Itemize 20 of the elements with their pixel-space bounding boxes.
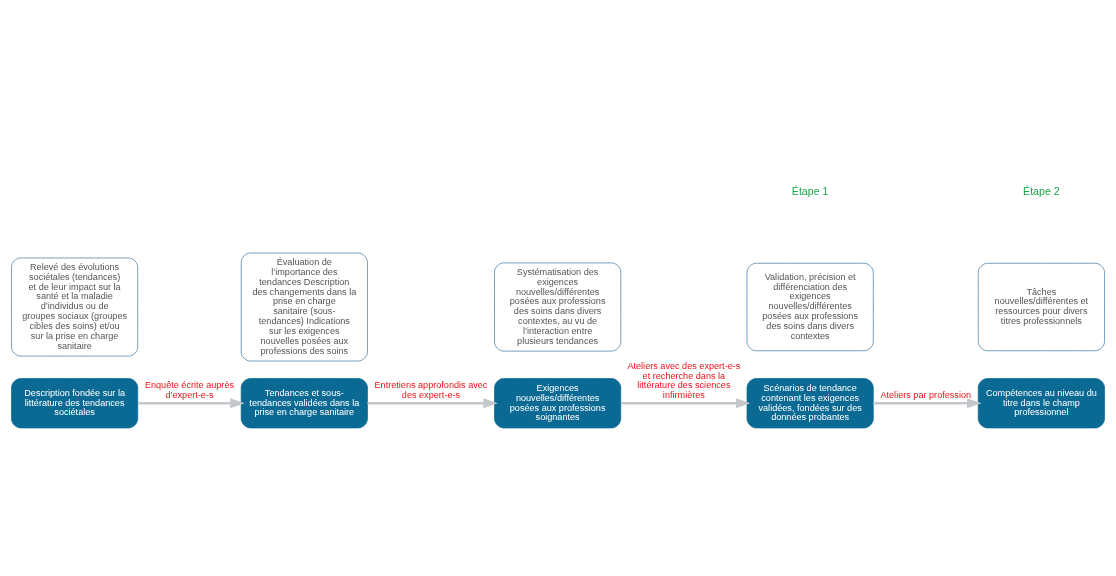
node-box: Tendances et sous-tendances validées dans la prise en charge sanitaire bbox=[240, 378, 368, 429]
edge-label: Enquête écrite auprès d’expert-e-s bbox=[144, 380, 235, 401]
arrow bbox=[873, 398, 982, 409]
arrow bbox=[621, 398, 751, 409]
node-box: Relevé des évolutions sociétales (tendances) et de leur impact sur la santé et la maladie d’individus ou de groupes sociaux (groupes cibles des soins) et/ou sur la prise en charge sanitaire bbox=[11, 257, 139, 357]
node-box: Scénarios de tendance contenant les exigences validées, fondées sur des données probantes bbox=[746, 378, 874, 429]
edge-label: Ateliers avec des expert-e-s et recherche dans la littérature des sciences infirmières bbox=[627, 360, 741, 401]
label: Étape 1 bbox=[791, 184, 829, 197]
edge-label: Ateliers par profession bbox=[880, 390, 972, 401]
arrow bbox=[367, 398, 498, 409]
node-box: Exigences nouvelles/différentes posées aux professions soignantes bbox=[494, 378, 622, 429]
node-box: Compétences au niveau du titre dans le champ professionnel bbox=[977, 378, 1105, 429]
node-box: Validation, précision et différenciation des exigences nouvelles/différentes posées aux professions des soins dans divers contextes bbox=[746, 262, 874, 352]
arrow bbox=[138, 398, 245, 409]
label: Étape 2 bbox=[1023, 184, 1060, 197]
node-box: Description fondée sur la littérature des tendances sociétales bbox=[11, 378, 139, 429]
node-box: Évaluation de l’importance des tendances Description des changements dans la prise en charge sanitaire (sous-tendances) Indications sur les exigences nouvelles posées aux professions des soins bbox=[240, 252, 368, 362]
node-box: Systématisation des exigences nouvelles/différentes posées aux professions des soins dans divers contextes, au vu de l’interaction entre plusieurs tendances bbox=[494, 262, 622, 352]
edge-label: Entretiens approfondis avec des expert-e-s bbox=[374, 380, 488, 401]
node-box: Tâches nouvelles/différentes et ressources pour divers titres professionnels bbox=[977, 262, 1105, 352]
